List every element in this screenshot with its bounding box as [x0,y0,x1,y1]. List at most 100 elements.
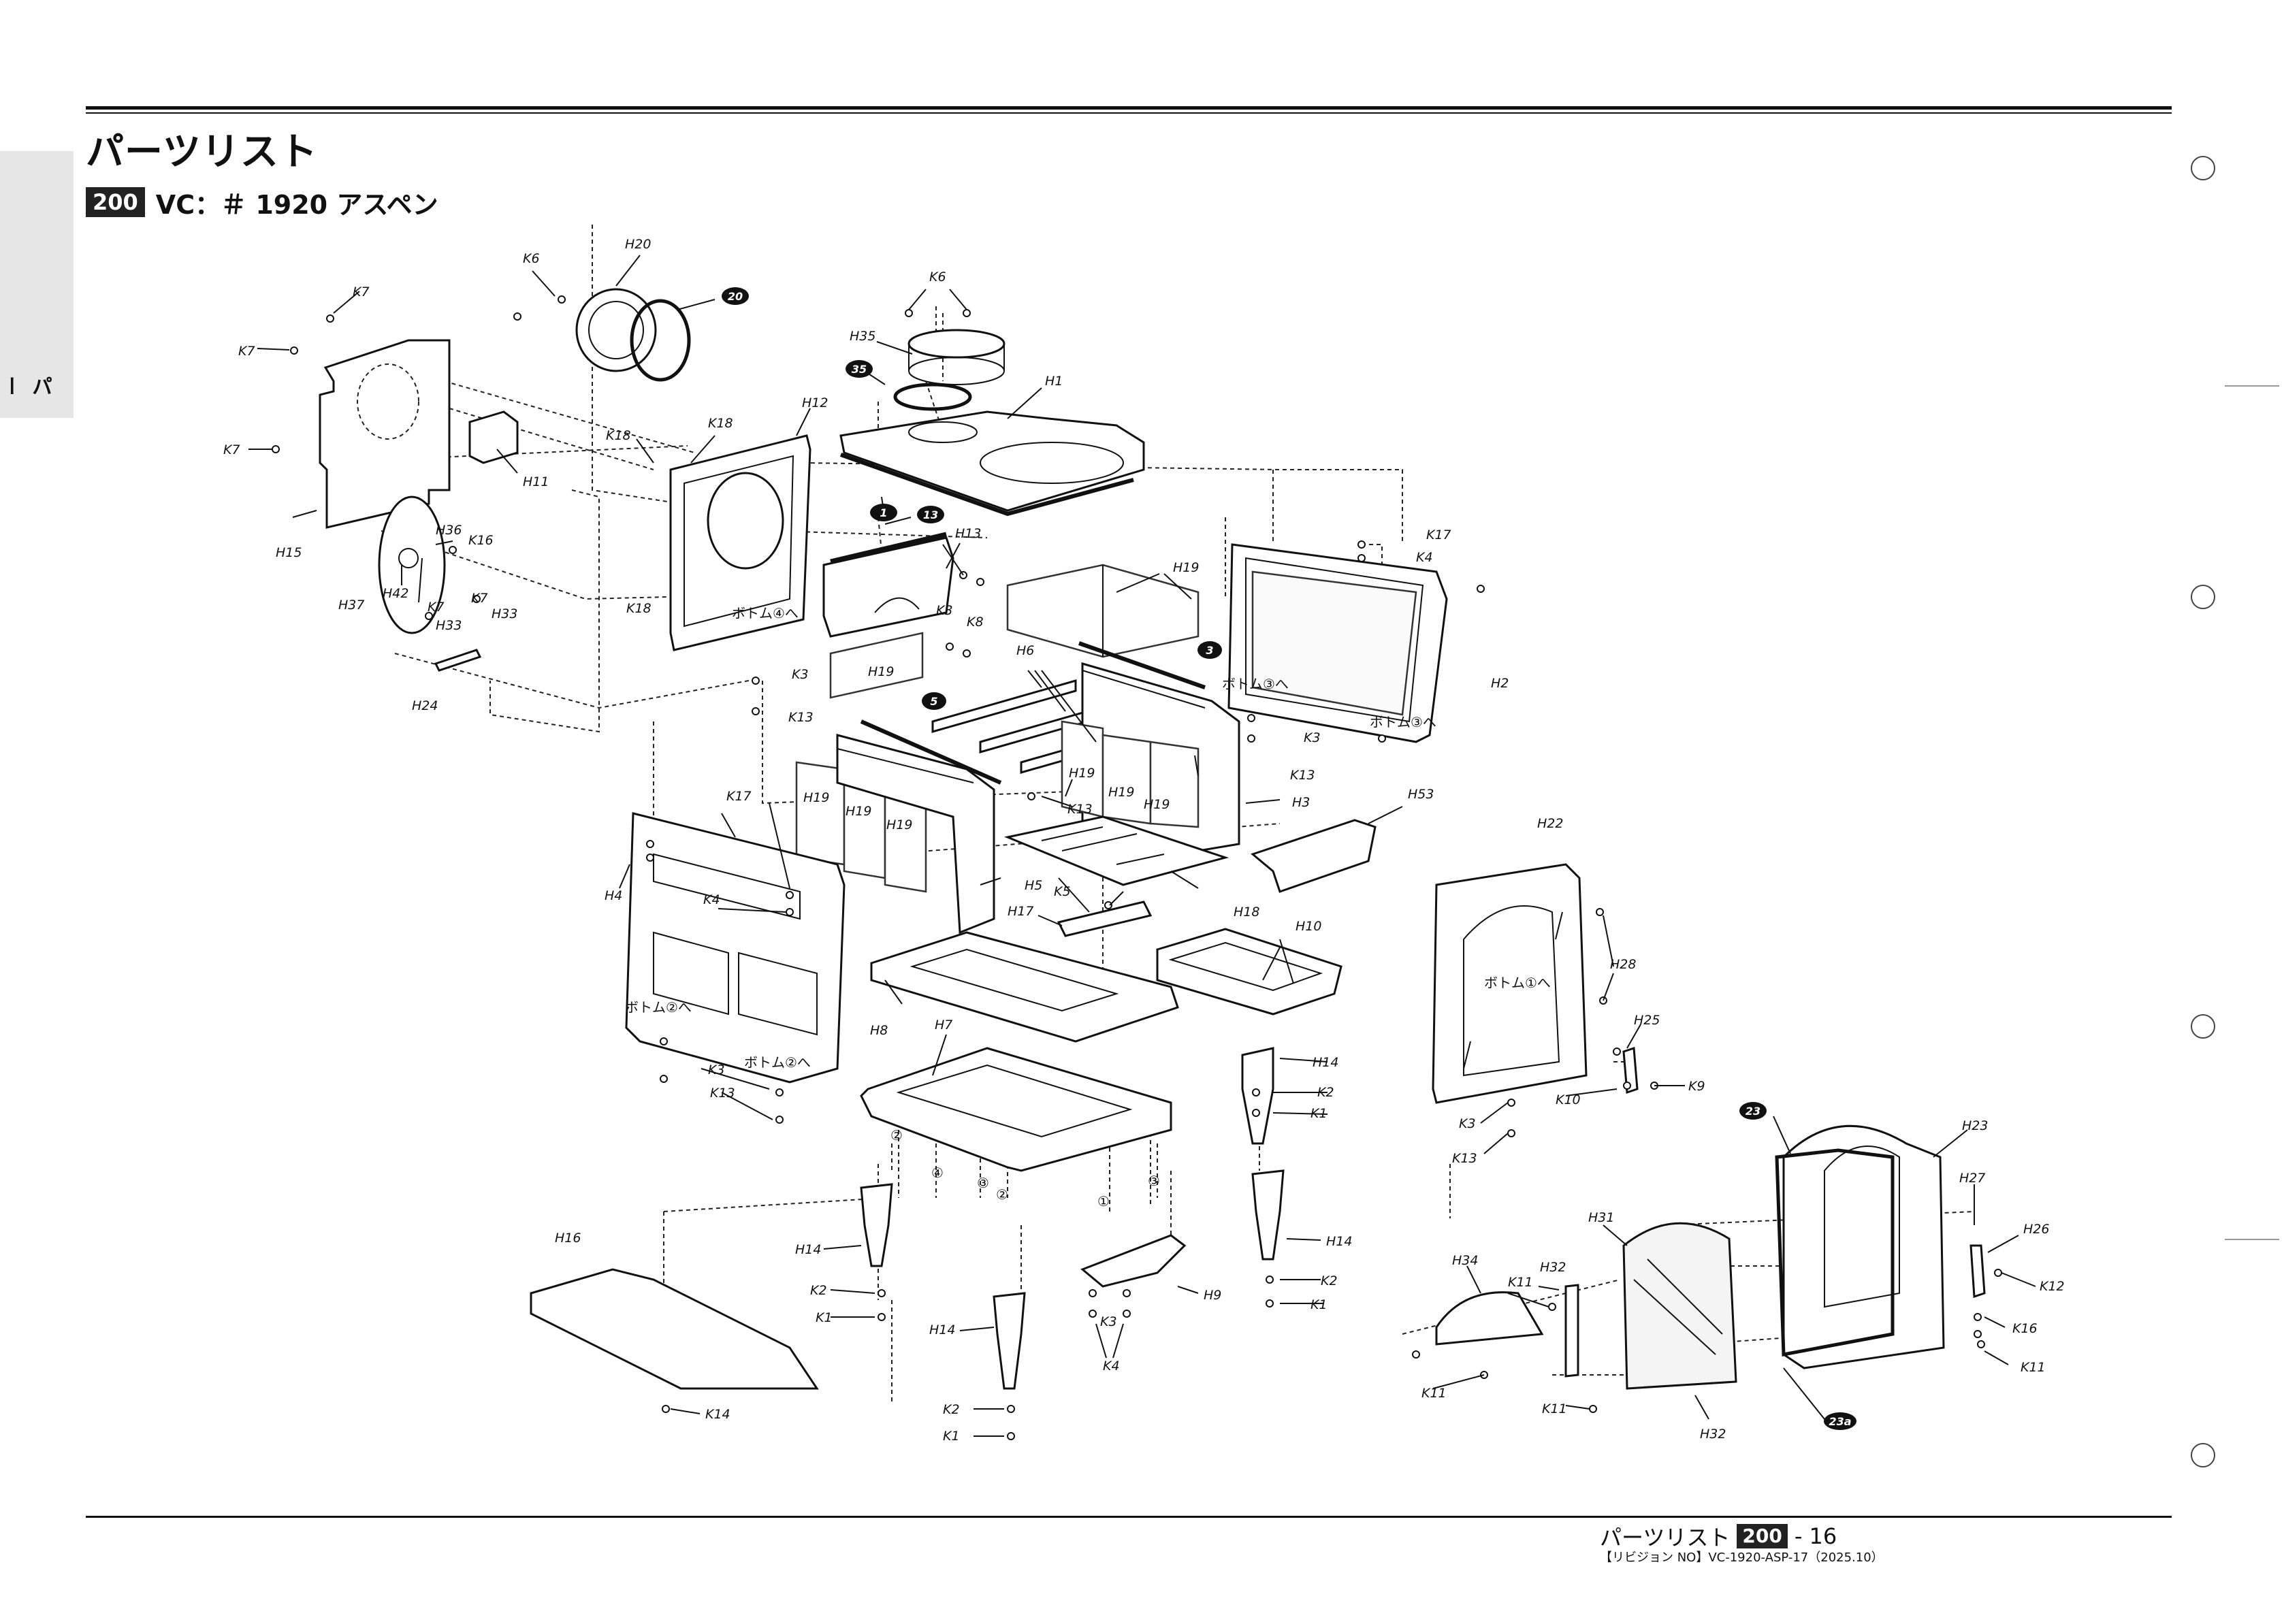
model-title: VC：＃ 1920 アスペン [155,189,438,220]
label-K1: K1 [1310,1106,1328,1121]
gasket-3 [1078,641,1206,689]
bubble-20: 20 [722,287,749,305]
revision-number: 【リビジョン NO】VC-1920-ASP-17（2025.10） [1600,1550,1884,1565]
label-K3: K3 [708,1062,725,1077]
gasket-20 [630,299,691,382]
label-H1: H1 [1045,374,1063,389]
leg-H14-right-lower [1251,1169,1285,1261]
label-K18: K18 [708,416,733,431]
side-index-tab: パーツリスト [0,151,74,418]
label-H24: H24 [412,698,438,713]
label-K8: K8 [967,615,984,630]
svg-text:③: ③ [1148,1173,1160,1189]
plate-H9 [1080,1234,1187,1288]
position-marks: ② ④ ③ ② ① ③ [890,1127,1160,1209]
fold-mark-1 [2225,385,2279,387]
section-badge: 200 [86,187,145,217]
top-plate-H1 [839,410,1145,512]
label-H6: H6 [1016,643,1034,658]
label-K1: K1 [943,1429,960,1444]
bubble-3: 3 [1197,641,1222,659]
bottom-callouts: ボトム④へ ボトム③へ ボトム③へ ボトム②へ ボトム②へ ボトム①へ [625,605,1551,1071]
svg-text:②: ② [996,1186,1008,1203]
door-frame-H22 [1432,863,1588,1104]
label-H32: H32 [1540,1260,1566,1275]
ash-lip-H53 [1250,819,1377,893]
bricks-H19-left [795,761,927,893]
leader-arrows [248,255,2036,1437]
label-H19: H19 [886,817,912,832]
label-H22: H22 [1537,816,1563,831]
gasket-5 [860,719,1002,785]
door-H23 [1782,1124,1945,1369]
label-K11: K11 [1421,1386,1447,1401]
binder-hole-4 [2191,1443,2215,1467]
label-H19: H19 [1069,766,1095,781]
label-H9: H9 [1204,1288,1221,1303]
label-K14: K14 [705,1407,730,1422]
label-K2: K2 [1317,1085,1334,1100]
leg-H14-left [860,1183,893,1267]
header-rule-thin [86,112,2172,114]
label-H28: H28 [1610,957,1636,972]
bubble-5: 5 [922,692,946,710]
label-H26: H26 [2023,1222,2049,1237]
bubble-35: 35 [846,360,873,378]
label-H10: H10 [1296,919,1321,934]
bracket-H24 [434,649,482,672]
label-H19: H19 [1144,797,1170,812]
label-H31: H31 [1588,1210,1614,1225]
svg-text:ボトム①へ: ボトム①へ [1484,975,1551,991]
label-K7: K7 [428,600,445,615]
label-K4: K4 [703,892,720,907]
side-panel-H2 [1227,543,1448,743]
svg-text:④: ④ [931,1165,944,1181]
front-liner-H5 [836,734,995,935]
footer-title: パーツリスト [1600,1525,1731,1550]
label-H18: H18 [1234,905,1259,920]
label-H20: H20 [625,237,651,252]
air-deflector-H34 [1435,1291,1544,1346]
label-K3: K3 [1459,1116,1476,1131]
page-number: - 16 [1794,1523,1837,1549]
binder-hole-3 [2191,1014,2215,1039]
label-K2: K2 [943,1402,960,1417]
gasket-35 [893,383,972,411]
damper-plate-H37 [378,496,446,634]
svg-text:20: 20 [728,290,743,303]
label-K13: K13 [1067,802,1093,817]
bubble-23a: 23a [1824,1412,1856,1430]
label-K4: K4 [1103,1359,1120,1374]
label-H11: H11 [523,474,549,489]
label-K17: K17 [1426,527,1451,542]
front-panel-H4 [625,812,846,1084]
svg-text:5: 5 [930,695,937,708]
binder-hole-2 [2191,585,2215,609]
glass-clip-H32 [1564,1284,1579,1378]
label-K9: K9 [1688,1079,1705,1094]
label-H5: H5 [1025,878,1042,893]
gasket-23 [1775,1148,1895,1357]
label-K7: K7 [353,285,370,299]
svg-text:①: ① [1097,1193,1110,1209]
label-H12: H12 [802,395,828,410]
label-K6: K6 [929,270,946,285]
fold-mark-2 [2225,1239,2279,1240]
heat-shield-H15 [319,339,451,529]
plate-H17 [1057,900,1153,937]
label-K13: K13 [710,1086,735,1101]
label-H4: H4 [605,888,622,903]
ash-pan-H10 [1156,928,1342,1016]
label-H19: H19 [868,664,894,679]
svg-text:13: 13 [923,508,938,521]
label-K3: K3 [792,667,809,682]
model-heading: 200 VC：＃ 1920 アスペン [86,185,438,220]
label-K7: K7 [223,442,240,457]
label-K2: K2 [810,1283,827,1298]
label-H33: H33 [492,606,517,621]
label-K1: K1 [1310,1297,1328,1312]
svg-text:②: ② [890,1127,903,1143]
page-title: パーツリスト [86,130,318,174]
grate-H18 [1003,815,1229,886]
